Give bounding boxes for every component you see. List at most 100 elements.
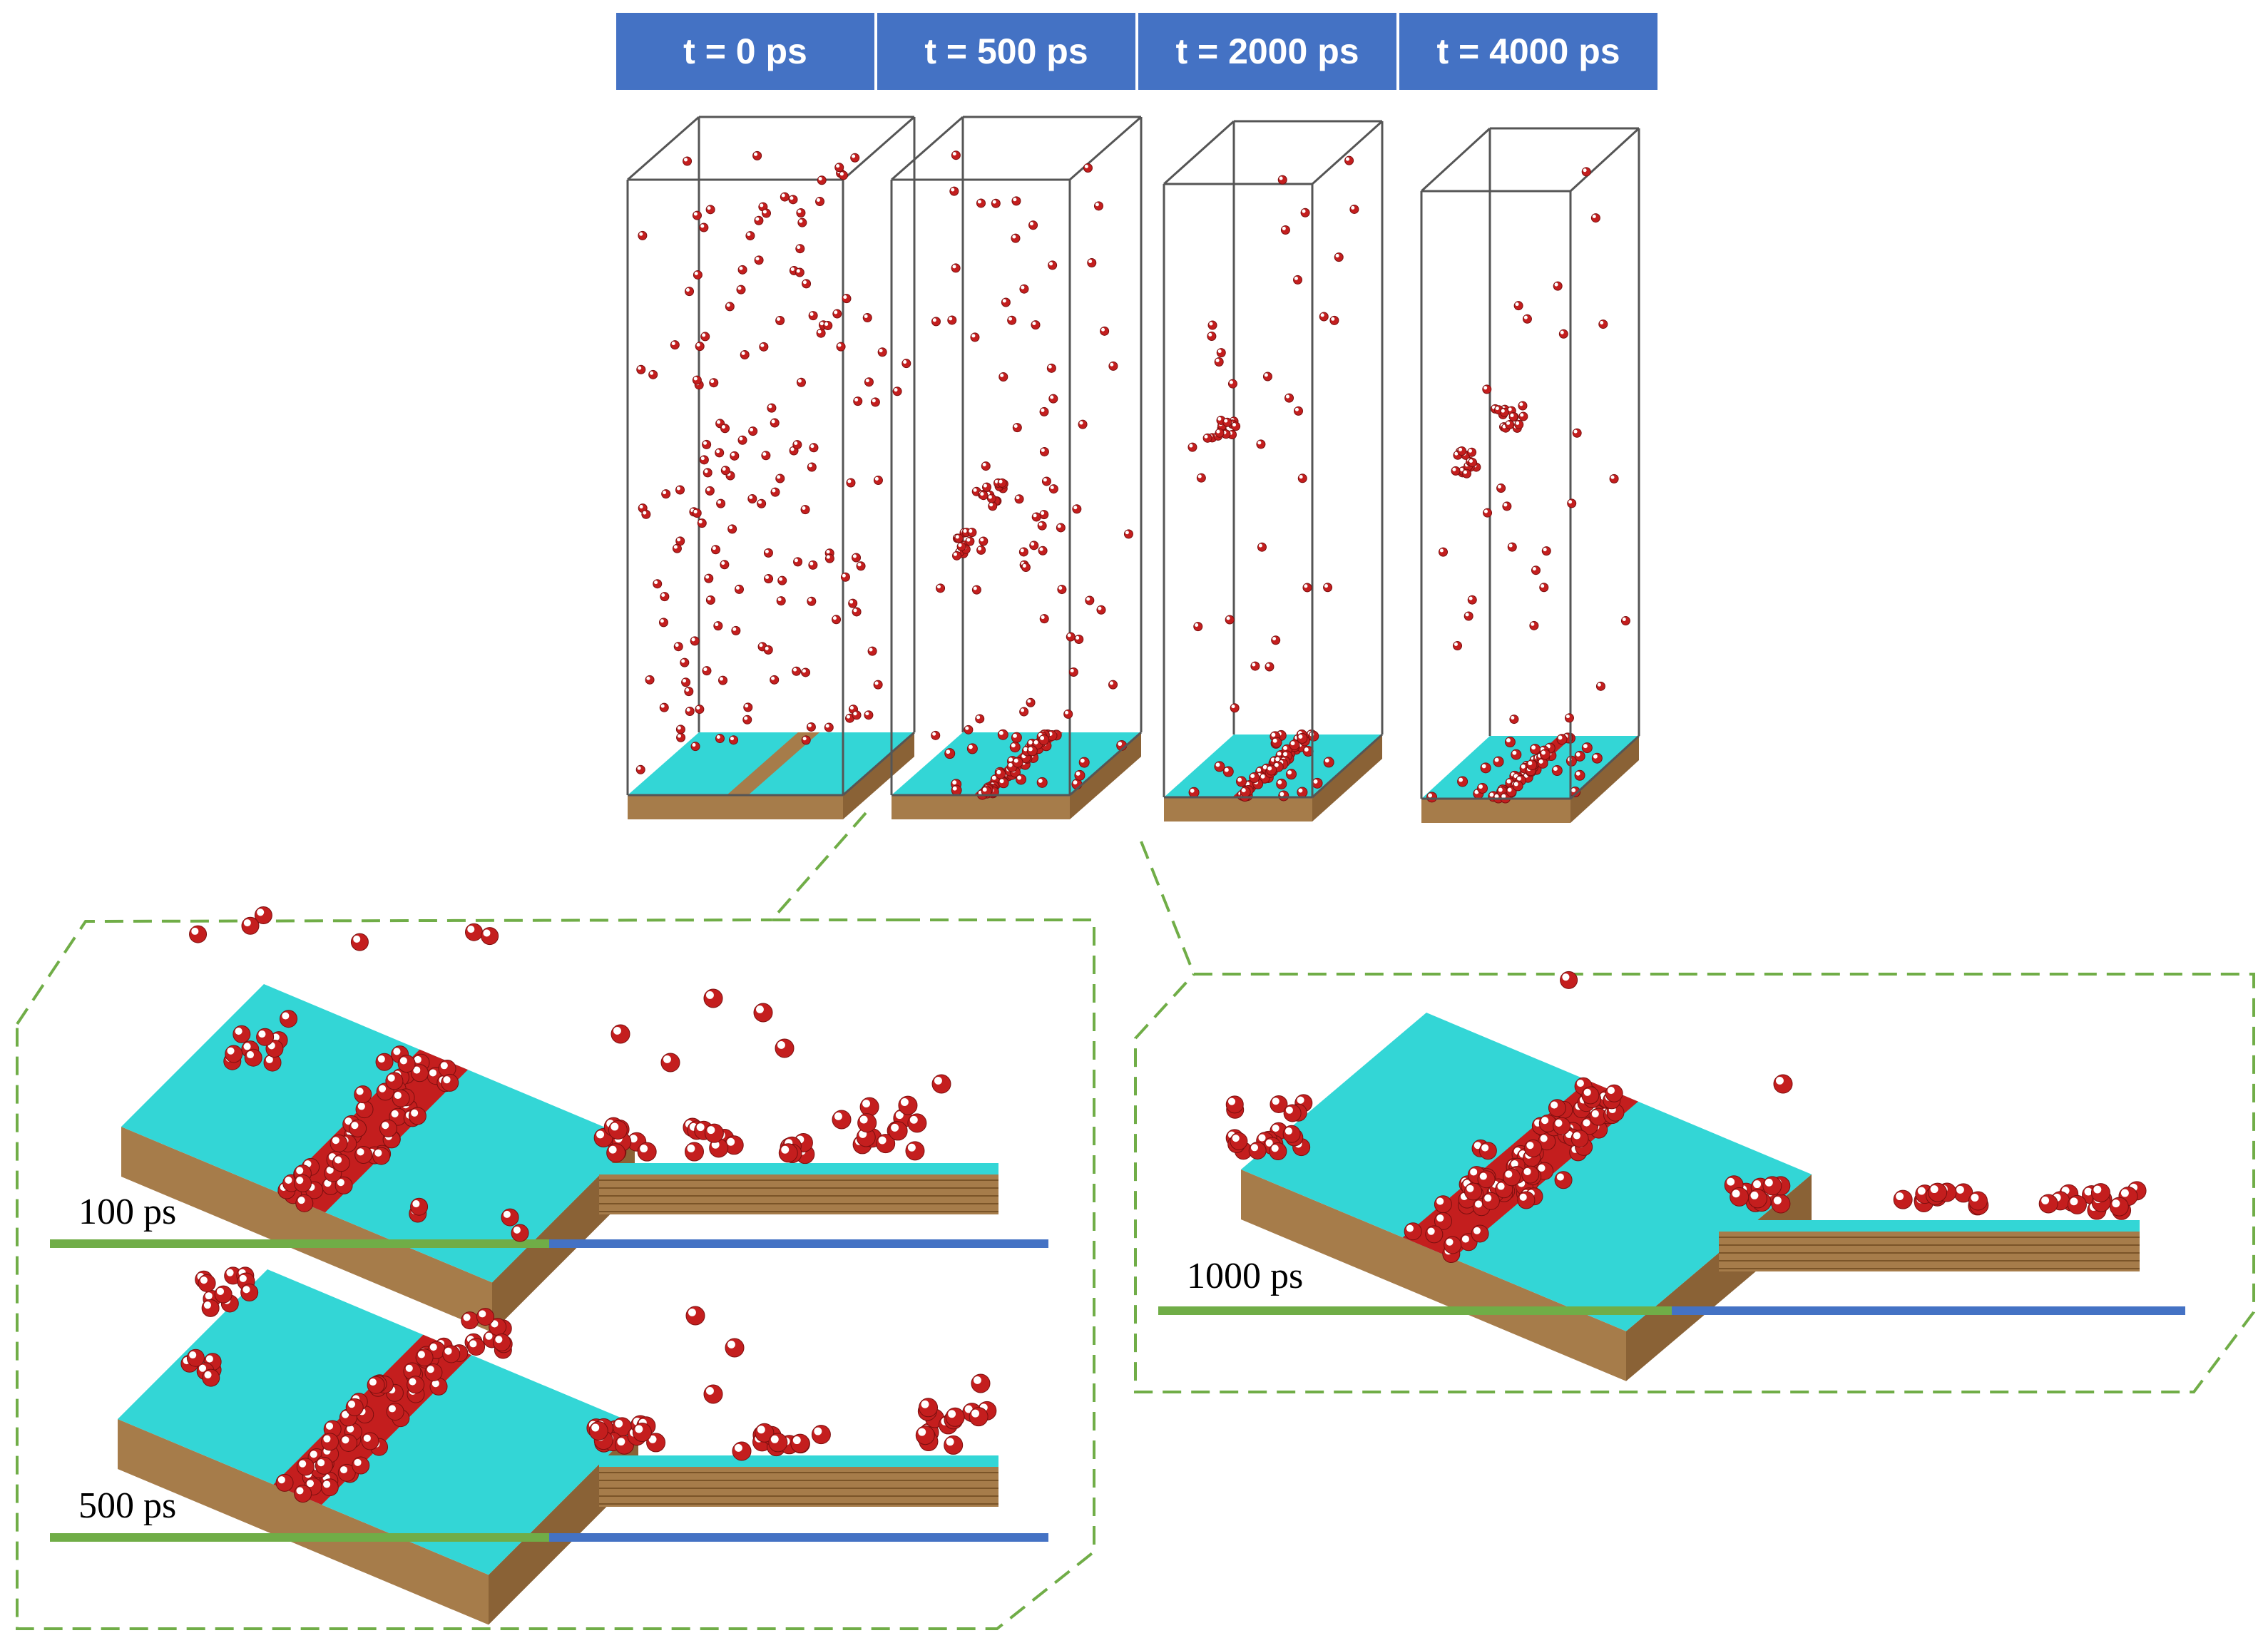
water-molecule <box>296 1458 315 1476</box>
water-molecule <box>1289 739 1300 751</box>
water-molecule <box>709 378 719 388</box>
water-cluster-molecule <box>1451 466 1461 476</box>
water-cluster-molecule <box>637 1142 657 1162</box>
water-molecule <box>752 150 762 160</box>
water-molecule <box>1038 734 1050 745</box>
water-cluster-molecule <box>1225 1095 1244 1114</box>
box-edge <box>891 116 964 181</box>
water-molecule <box>1012 423 1022 433</box>
water-molecule <box>720 424 730 434</box>
water-molecule <box>295 1194 314 1212</box>
water-cluster-molecule <box>1461 469 1471 478</box>
water-molecule <box>971 585 981 595</box>
water-molecule <box>808 560 818 570</box>
water-molecule <box>673 642 683 652</box>
water-cluster-molecule <box>233 1025 251 1043</box>
water-molecule <box>1302 583 1312 593</box>
water-molecule <box>834 163 844 173</box>
water-cluster-molecule <box>1468 458 1478 468</box>
water-molecule <box>1057 585 1067 595</box>
water-molecule <box>1026 697 1036 707</box>
water-molecule <box>676 732 686 742</box>
scale-bar-500ps-green <box>50 1533 549 1542</box>
water-cluster-molecule <box>375 1053 394 1071</box>
water-molecule <box>1222 766 1234 777</box>
water-molecule <box>949 186 959 196</box>
water-molecule <box>1214 357 1224 367</box>
water-molecule <box>1284 393 1294 403</box>
water-cluster-molecule <box>214 1285 233 1304</box>
water-molecule <box>720 560 730 570</box>
water-molecule <box>407 1376 425 1394</box>
water-molecule <box>795 267 804 277</box>
water-molecule <box>1083 163 1093 173</box>
water-molecule <box>759 342 769 352</box>
water-molecule <box>1048 394 1058 404</box>
water-molecule <box>1453 641 1463 651</box>
water-molecule <box>775 316 785 326</box>
water-molecule <box>734 584 744 594</box>
water-cluster-molecule <box>965 536 975 546</box>
water-molecule <box>1225 615 1235 625</box>
water-molecule <box>315 1456 333 1475</box>
water-molecule <box>638 230 648 240</box>
water-cluster-molecule <box>952 551 962 561</box>
water-molecule <box>441 1073 459 1092</box>
water-molecule <box>762 208 772 218</box>
water-molecule <box>372 1147 391 1165</box>
free-water-molecule <box>832 1110 852 1130</box>
slab-front <box>118 1419 489 1625</box>
water-molecule <box>415 1348 434 1367</box>
water-molecule <box>685 706 695 716</box>
water-cluster-molecule <box>1499 407 1509 417</box>
water-molecule <box>1257 542 1267 552</box>
water-molecule <box>780 192 790 202</box>
water-molecule <box>681 677 691 687</box>
water-molecule <box>1063 709 1073 719</box>
water-cluster-molecule <box>1893 1189 1913 1209</box>
water-molecule <box>695 342 705 352</box>
water-cluster-molecule <box>790 1433 810 1453</box>
scale-bar-100ps-green <box>50 1239 549 1248</box>
water-molecule <box>729 735 739 745</box>
water-cluster-molecule <box>201 1299 220 1317</box>
box-edge <box>1163 120 1235 185</box>
side-slab-base <box>599 1173 998 1214</box>
water-molecule <box>386 1403 404 1421</box>
water-molecule <box>731 625 741 635</box>
water-molecule <box>1278 790 1289 802</box>
water-cluster-molecule <box>2067 1194 2087 1214</box>
water-cluster-molecule <box>198 1274 216 1292</box>
water-molecule <box>1277 175 1287 185</box>
water-cluster-molecule <box>988 501 998 511</box>
water-molecule <box>661 489 671 499</box>
water-molecule <box>501 1208 519 1227</box>
substrate-front <box>892 795 1070 819</box>
water-molecule <box>1404 1222 1422 1241</box>
water-molecule <box>757 498 767 508</box>
water-molecule <box>354 1146 373 1165</box>
water-molecule <box>1556 734 1568 745</box>
water-cluster-molecule <box>244 1048 262 1067</box>
water-molecule <box>823 321 833 331</box>
water-molecule <box>981 461 991 471</box>
water-molecule <box>998 777 1009 789</box>
water-cluster-molecule <box>1514 419 1524 429</box>
free-water-molecule <box>660 1053 680 1073</box>
free-water-molecule <box>611 1024 630 1044</box>
water-cluster-molecule <box>1481 1192 1500 1210</box>
water-molecule <box>816 328 826 338</box>
water-molecule <box>1457 776 1468 787</box>
water-molecule <box>1507 542 1517 552</box>
water-molecule <box>1230 703 1240 713</box>
water-cluster-molecule <box>1524 1139 1543 1157</box>
water-cluster-molecule <box>755 1423 775 1443</box>
water-molecule <box>1541 546 1551 556</box>
water-cluster-molecule <box>1748 1189 1768 1209</box>
water-cluster-molecule <box>704 1123 724 1143</box>
water-molecule <box>966 743 978 754</box>
water-molecule <box>1039 614 1049 624</box>
water-molecule <box>321 1433 339 1451</box>
water-cluster-molecule <box>967 528 977 538</box>
water-molecule <box>716 498 726 508</box>
